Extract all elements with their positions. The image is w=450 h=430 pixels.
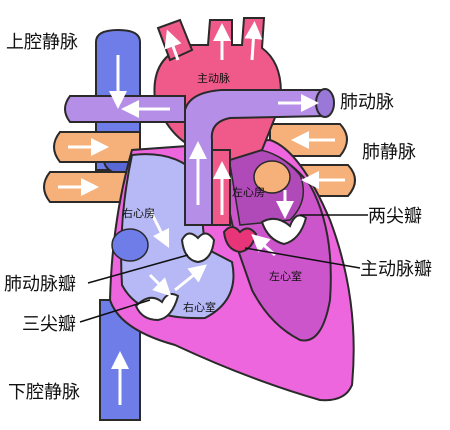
label-pulmonary-vein: 肺静脉 — [362, 142, 416, 163]
leader-aortic — [244, 247, 361, 269]
label-mitral-valve: 两尖瓣 — [368, 206, 422, 227]
arrow-rv — [174, 264, 208, 292]
pulmonary-artery-right-opening — [315, 88, 335, 118]
leader-lines — [79, 214, 368, 323]
arrow-aorta-1 — [164, 29, 182, 61]
label-tricuspid-valve: 三尖瓣 — [22, 314, 76, 335]
left-atrium-oval — [253, 160, 291, 194]
arrow-aorta-3 — [244, 21, 263, 61]
arrow-ra — [148, 209, 170, 249]
label-pulmonary-valve: 肺动脉瓣 — [4, 274, 76, 295]
label-superior-vena-cava: 上腔静脉 — [6, 32, 78, 53]
flow-arrows — [58, 21, 345, 405]
right-atrium-oval — [111, 228, 149, 262]
mitral-valve-shape — [260, 214, 308, 246]
arrow-rv-down — [148, 273, 172, 297]
label-aorta: 主动脉 — [197, 71, 230, 85]
label-right-ventricle: 右心室 — [183, 300, 216, 314]
leader-tricuspid — [79, 299, 151, 323]
label-aortic-valve: 主动脉瓣 — [360, 259, 432, 280]
leader-pulmonary-valve — [87, 254, 189, 284]
label-inferior-vena-cava: 下腔静脉 — [8, 382, 80, 403]
pulmonary-valve-shape — [180, 232, 216, 264]
label-right-atrium: 右心房 — [122, 206, 155, 220]
aortic-valve-shape — [222, 226, 258, 254]
label-left-atrium: 左心房 — [232, 186, 265, 199]
label-pulmonary-artery: 肺动脉 — [340, 92, 394, 113]
label-left-ventricle: 左心室 — [269, 269, 302, 283]
